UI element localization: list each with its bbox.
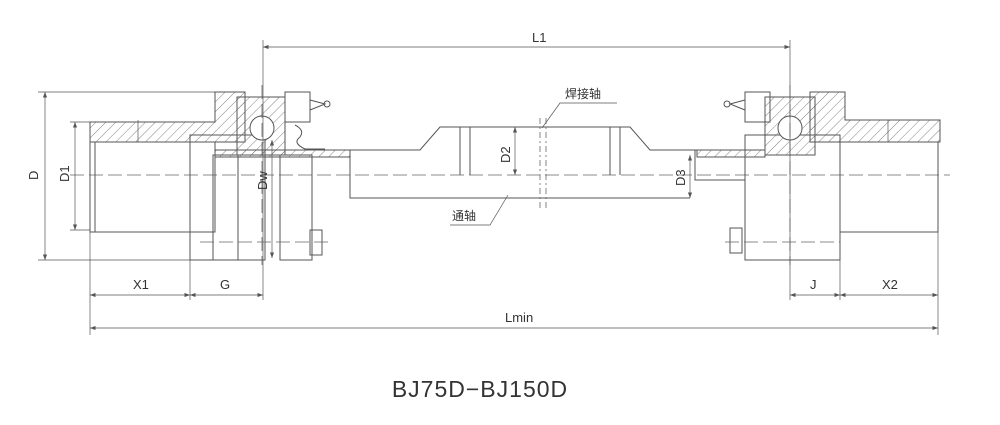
label-through-shaft: 通轴	[452, 208, 476, 223]
label-L1: L1	[532, 30, 546, 45]
dimensions	[38, 40, 939, 335]
label-Dw: Dw	[255, 171, 270, 190]
label-D: D	[26, 171, 41, 180]
label-G: G	[220, 277, 230, 292]
label-D1: D1	[57, 165, 72, 182]
model-title: BJ75D−BJ150D	[391, 376, 569, 402]
label-J: J	[810, 277, 817, 292]
label-D2: D2	[498, 146, 513, 163]
label-weld-shaft: 焊接轴	[565, 86, 601, 101]
label-D3: D3	[673, 169, 688, 186]
label-X1: X1	[133, 277, 149, 292]
label-Lmin: Lmin	[505, 310, 533, 325]
left-coupling	[89, 85, 351, 265]
shaft	[315, 118, 700, 210]
label-X2: X2	[882, 277, 898, 292]
